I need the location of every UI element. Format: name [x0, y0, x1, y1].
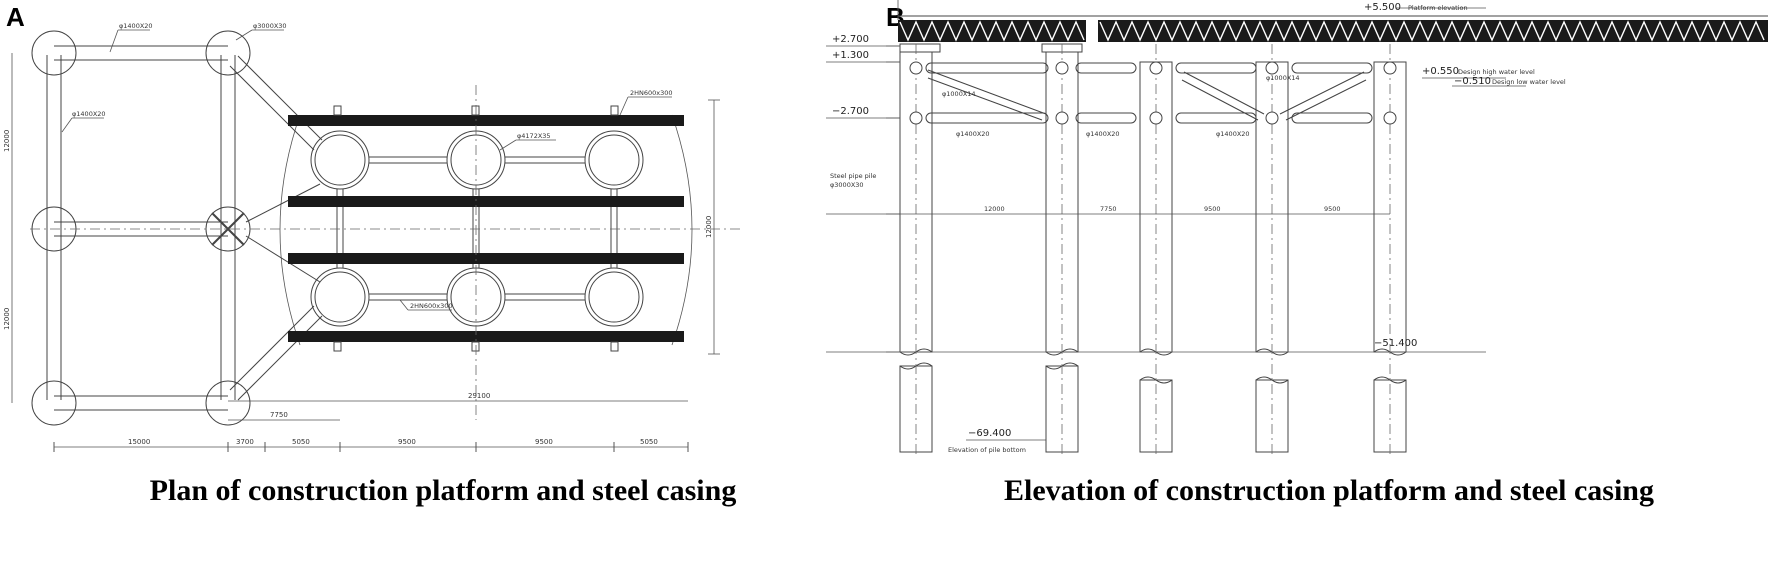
steel-casings	[310, 130, 644, 327]
level-low: −0.510	[1454, 76, 1491, 87]
level-low-note: Design low water level	[1492, 78, 1566, 86]
level-high-note: Design high water level	[1458, 68, 1535, 76]
panel-a-letter: A	[6, 2, 25, 32]
dim-left-lower: 12000	[3, 308, 11, 330]
label-brace1: φ1000X14	[942, 90, 976, 98]
plan-arc-right	[671, 114, 693, 346]
label-beam-top-right: 2HN600x300	[630, 89, 673, 97]
panel-a: A	[3, 2, 740, 507]
label-pile-dim: φ3000X30	[830, 181, 864, 189]
plan-drawing: φ1400X20 φ3000X30 φ1400X20 2HN600x300 φ4…	[3, 22, 740, 452]
deck-truss	[898, 20, 1768, 42]
dim-bottom-5: 9500	[535, 438, 553, 446]
label-corner-pile: φ3000X30	[253, 22, 287, 30]
dim-bottom-3: 5050	[292, 438, 310, 446]
panel-a-caption: Plan of construction platform and steel …	[149, 474, 737, 507]
span-1: 12000	[984, 205, 1005, 213]
dim-bottom-6: 5050	[640, 438, 658, 446]
level-l3: −2.700	[832, 106, 869, 117]
pile-circles	[31, 30, 251, 426]
hn-beams	[288, 105, 684, 352]
level-bottom: −69.400	[968, 428, 1011, 439]
pile-centerlines	[915, 44, 1391, 455]
plan-arc-left	[279, 114, 301, 346]
level-l2: +1.300	[832, 50, 869, 61]
dim-7750: 7750	[270, 411, 288, 419]
dim-bottom-2: 3700	[236, 438, 254, 446]
frame-beams	[46, 45, 323, 411]
span-4: 9500	[1324, 205, 1341, 213]
label-beam1: φ1400X20	[956, 130, 990, 138]
label-casing-dim: φ4172X35	[517, 132, 551, 140]
dim-29100: 29100	[468, 392, 490, 400]
dim-left-upper: 12000	[3, 130, 11, 152]
horizontal-beams	[909, 61, 1397, 125]
dim-bottom-1: 15000	[128, 438, 150, 446]
label-left-beam: φ1400X20	[72, 110, 106, 118]
label-brace2: φ1000X14	[1266, 74, 1300, 82]
level-bed: −51.400	[1374, 338, 1417, 349]
piles	[899, 51, 1407, 453]
level-high: +0.550	[1422, 66, 1459, 77]
level-platform: +5.500	[1364, 2, 1401, 13]
label-beam3: φ1400X20	[1216, 130, 1250, 138]
dim-bottom-4: 9500	[398, 438, 416, 446]
panel-b: B	[826, 0, 1772, 577]
panel-b-caption: Elevation of construction platform and s…	[1004, 474, 1654, 507]
level-lines	[886, 7, 1526, 441]
label-top-beam: φ1400X20	[119, 22, 153, 30]
elevation-level-labels: +2.700 +1.300 −2.700 Steel pipe pile φ30…	[826, 34, 900, 353]
span-2: 7750	[1100, 205, 1117, 213]
level-bottom-note: Elevation of pile bottom	[948, 446, 1026, 454]
dim-right: 12000	[705, 216, 713, 238]
label-pile-note: Steel pipe pile	[830, 172, 876, 180]
elevation-drawing: +5.500 Platform elevation +0.550 Design …	[886, 0, 1768, 455]
label-beam-mid: 2HN600x300	[410, 302, 453, 310]
level-l1: +2.700	[832, 34, 869, 45]
level-platform-note: Platform elevation	[1408, 4, 1468, 12]
span-3: 9500	[1204, 205, 1221, 213]
label-beam2: φ1400X20	[1086, 130, 1120, 138]
